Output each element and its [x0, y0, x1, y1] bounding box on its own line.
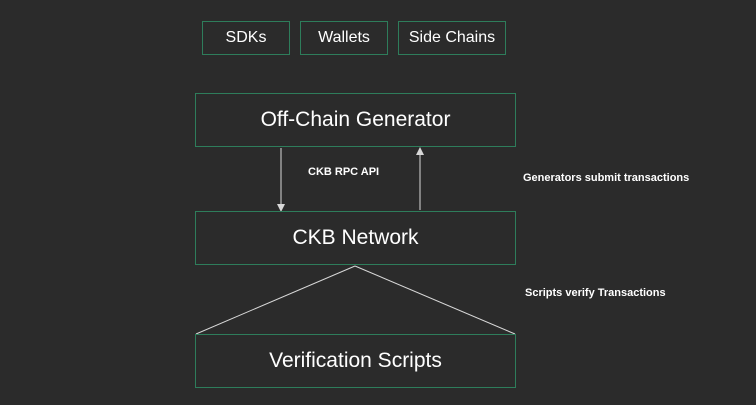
ckb-network-box: CKB Network [195, 211, 516, 265]
off-chain-generator-label: Off-Chain Generator [260, 108, 451, 131]
side-chains-tag: Side Chains [398, 21, 506, 55]
triangle-right-edge [354, 265, 516, 335]
side-chains-label: Side Chains [408, 29, 496, 46]
verification-scripts-label: Verification Scripts [269, 349, 442, 372]
ckb-network-label: CKB Network [292, 226, 419, 249]
ckb-rpc-api-label: CKB RPC API [308, 166, 380, 178]
scripts-verify-label: Scripts verify Transactions [525, 287, 666, 299]
wallets-label: Wallets [318, 29, 370, 46]
sdks-label: SDKs [225, 29, 267, 46]
sdks-tag: SDKs [202, 21, 290, 55]
triangle-left-edge [195, 265, 356, 335]
verification-scripts-box: Verification Scripts [195, 334, 516, 388]
off-chain-generator-box: Off-Chain Generator [195, 93, 516, 147]
wallets-tag: Wallets [300, 21, 388, 55]
generators-submit-label: Generators submit transactions [523, 172, 690, 184]
